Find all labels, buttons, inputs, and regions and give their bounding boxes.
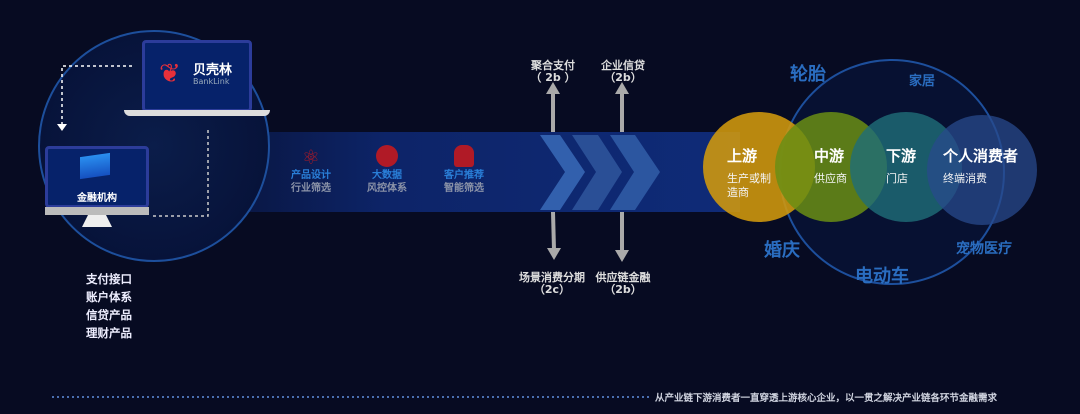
feature-sub: 智能筛选 <box>444 183 484 194</box>
banklink-laptop: ❦ 贝壳林 BankLink <box>142 40 252 112</box>
laptop-base <box>124 110 270 116</box>
label-supply-chain-finance: 供应链金融（2b） <box>590 272 656 296</box>
label-code: （2b） <box>604 283 642 296</box>
chevrons <box>540 135 660 210</box>
feature-title: 客户推荐 <box>444 170 484 181</box>
chain-sub: 终端消费 <box>943 172 987 185</box>
monitor-base <box>45 207 149 215</box>
logo-name: 贝壳林 <box>193 63 233 78</box>
institution-monitor: 金融机构 <box>45 146 149 208</box>
label-code: （2b） <box>604 71 642 84</box>
cube-icon <box>80 152 110 180</box>
upstream-text: 上游生产或制造商 <box>727 145 779 200</box>
feature-title: 大数据 <box>372 170 402 181</box>
label-code: （ 2b ） <box>530 71 576 84</box>
chain-consumer <box>927 115 1037 225</box>
chain-sub: 生产或制造商 <box>727 172 771 199</box>
consumer-text: 个人消费者终端消费 <box>943 145 1018 186</box>
chain-title: 中游 <box>814 147 845 165</box>
label-code: （2c） <box>533 283 571 296</box>
service-item: 理财产品 <box>86 326 132 340</box>
atom-icon: ⚛ <box>302 145 320 169</box>
arrows <box>546 82 629 262</box>
feature-sub: 风控体系 <box>367 183 407 194</box>
chain-title: 下游 <box>886 147 917 165</box>
label-text: 供应链金融 <box>595 271 651 284</box>
category-ev: 电动车 <box>855 266 909 287</box>
footer-caption: 从产业链下游消费者一直穿透上游核心企业，以一贯之解决产业链各环节金融需求 <box>655 393 998 404</box>
category-home: 家居 <box>909 74 936 89</box>
service-item: 支付接口 <box>86 272 132 286</box>
label-consumer-installment: 场景消费分期（2c） <box>510 272 594 296</box>
label-enterprise-credit: 企业信贷（2b） <box>590 60 656 84</box>
label-text: 聚合支付 <box>531 59 575 72</box>
feature-product-design: ⚛ 产品设计 行业筛选 <box>284 145 338 195</box>
label-aggregate-payment: 聚合支付（ 2b ） <box>520 60 586 84</box>
service-item: 信贷产品 <box>86 308 132 322</box>
category-tires: 轮胎 <box>790 64 826 85</box>
category-wedding: 婚庆 <box>764 240 800 261</box>
institution-label: 金融机构 <box>77 193 117 204</box>
category-pet-medical: 宠物医疗 <box>956 241 1012 257</box>
pie-chart-icon <box>376 145 398 167</box>
chain-sub: 供应商 <box>814 172 847 185</box>
feature-sub: 行业筛选 <box>291 183 331 194</box>
logo-sub: BankLink <box>193 77 230 86</box>
android-icon <box>454 145 474 167</box>
label-text: 企业信贷 <box>601 59 645 72</box>
label-text: 场景消费分期 <box>519 271 585 284</box>
monitor-stand <box>82 215 112 227</box>
chain-title: 上游 <box>727 147 758 165</box>
midstream-text: 中游供应商 <box>814 145 847 186</box>
banklink-logo-icon: ❦ <box>159 59 181 89</box>
chain-title: 个人消费者 <box>943 147 1019 165</box>
service-item: 账户体系 <box>86 290 132 304</box>
feature-big-data: 大数据 风控体系 <box>360 145 414 195</box>
chain-sub: 门店 <box>886 172 908 185</box>
downstream-text: 下游门店 <box>886 145 916 186</box>
feature-title: 产品设计 <box>291 170 331 181</box>
feature-customer-recommend: 客户推荐 智能筛选 <box>437 145 491 195</box>
services-list: 支付接口 账户体系 信贷产品 理财产品 <box>86 270 132 342</box>
